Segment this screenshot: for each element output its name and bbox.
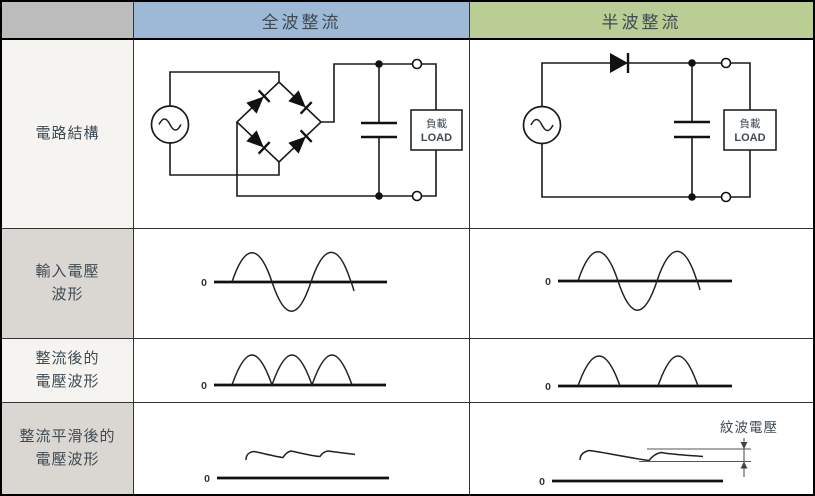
- zero-label: 0: [539, 476, 545, 488]
- zero-label: 0: [201, 277, 207, 289]
- corner-cell: [2, 2, 134, 40]
- wire: [236, 122, 437, 197]
- fullwave-smoothed-waveform: 0: [204, 450, 389, 485]
- halfwave-rectified-waveform-cell: 0: [470, 339, 813, 403]
- load-label-en: LOAD: [734, 132, 765, 144]
- row-label-line: 電壓波形: [35, 450, 100, 468]
- column-header-fullwave: 全波整流: [134, 2, 470, 40]
- diode-icon: [246, 130, 271, 155]
- fullwave-rectified-waveform: 0: [201, 354, 386, 392]
- fullwave-rectified-waveform-cell: 0: [134, 339, 470, 403]
- sine-symbol: [158, 118, 182, 131]
- load-label-en: LOAD: [421, 132, 452, 144]
- row-label-input-waveform: 輸入電壓 波形: [2, 229, 134, 339]
- load-box: [723, 109, 777, 151]
- fullwave-circuit-cell: 負載 LOAD: [134, 40, 470, 229]
- load-label-zh: 負載: [740, 118, 761, 130]
- row-label-line: 輸入電壓: [35, 263, 100, 280]
- arrow-down-icon: [740, 442, 748, 449]
- halfwave-rectified-waveform: 0: [545, 355, 732, 393]
- terminal-circle: [720, 57, 732, 69]
- junction-dot: [375, 60, 383, 68]
- capacitor-icon: [674, 120, 710, 139]
- row-label-line: 電壓波形: [35, 372, 100, 390]
- fullwave-input-waveform-cell: 0: [134, 229, 470, 339]
- diode-icon: [246, 89, 271, 114]
- junction-dot: [375, 192, 383, 200]
- wire: [321, 63, 437, 123]
- rectified-humps: [231, 354, 353, 388]
- terminal-circle: [411, 58, 423, 70]
- zero-label: 0: [545, 381, 551, 393]
- junction-dot: [688, 193, 696, 201]
- zero-label: 0: [201, 380, 207, 392]
- ripple-voltage-label: 紋波電壓: [720, 420, 778, 435]
- column-header-halfwave: 半波整流: [470, 2, 813, 40]
- diode-icon: [610, 53, 630, 73]
- halfwave-smoothed-waveform-cell: 0 紋波電壓: [470, 403, 813, 494]
- row-label-line: 電路結構: [35, 124, 100, 142]
- fullwave-smoothed-waveform-cell: 0: [134, 403, 470, 494]
- wire: [541, 144, 751, 198]
- sine-wave: [577, 250, 701, 311]
- sine-wave: [231, 251, 355, 312]
- wire: [169, 143, 280, 176]
- bridge-diamond: [235, 80, 323, 164]
- diode-icon: [288, 90, 313, 115]
- halfwave-smoothed-waveform: 0 紋波電壓: [539, 420, 778, 488]
- terminal-circle: [720, 191, 732, 203]
- row-label-rectified-waveform: 整流後的 電壓波形: [2, 339, 134, 403]
- fullwave-input-waveform: 0: [201, 251, 387, 312]
- diode-icon: [288, 129, 313, 154]
- row-label-smoothed-waveform: 整流平滑後的 電壓波形: [2, 403, 134, 494]
- junction-dot: [688, 59, 696, 67]
- row-label-circuit-structure: 電路結構: [2, 40, 134, 229]
- ripple-curve: [245, 450, 356, 461]
- load-label-zh: 負載: [426, 118, 447, 130]
- wire: [541, 62, 751, 110]
- halfwave-input-waveform-cell: 0: [470, 229, 813, 339]
- halfwave-input-waveform: 0: [545, 250, 732, 311]
- row-label-line: 波形: [51, 285, 84, 303]
- wire: [169, 71, 280, 106]
- fullwave-circuit-diagram: 負載 LOAD: [150, 58, 463, 202]
- rectified-humps: [577, 355, 699, 387]
- load-box: [410, 109, 463, 151]
- row-label-line: 整流平滑後的: [19, 428, 116, 445]
- zero-label: 0: [204, 473, 210, 485]
- halfwave-circuit-cell: 負載 LOAD: [470, 40, 813, 229]
- row-label-line: 整流後的: [35, 350, 100, 367]
- halfwave-circuit-diagram: 負載 LOAD: [522, 53, 777, 203]
- zero-label: 0: [545, 276, 551, 288]
- capacitor-icon: [361, 121, 397, 139]
- sine-symbol: [530, 118, 554, 132]
- arrow-up-icon: [740, 461, 748, 469]
- terminal-circle: [411, 190, 423, 202]
- ripple-curve: [579, 449, 704, 462]
